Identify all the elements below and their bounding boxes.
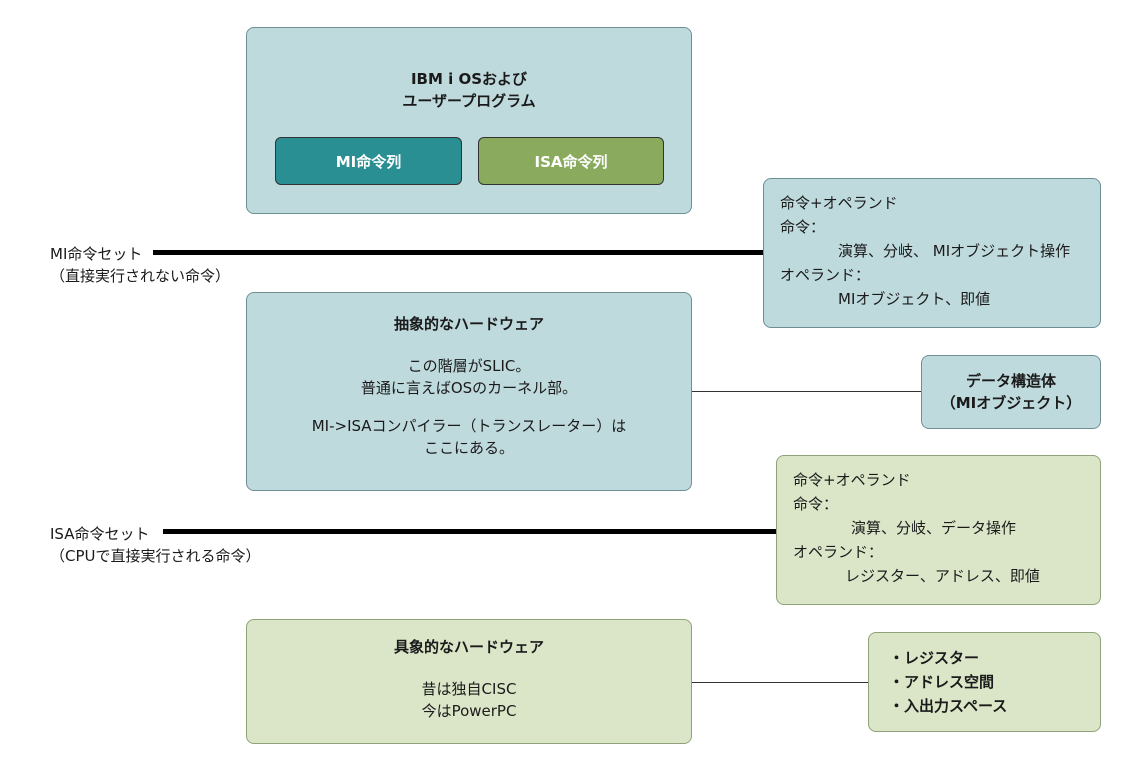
concrete-hardware-box: 具象的なハードウェア 昔は独自CISC 今はPowerPC <box>246 619 692 744</box>
abstract-hardware-title: 抽象的なハードウェア <box>393 315 544 333</box>
data-structure-line2: （MIオブジェクト） <box>940 394 1082 412</box>
concrete-to-resources-connector <box>692 682 868 684</box>
resource-item-registers: ・レジスター <box>889 649 980 667</box>
abstract-hardware-line1: この階層がSLIC。 <box>407 357 531 375</box>
mi-set-label: MI命令セット （直接実行されない命令） <box>50 243 230 287</box>
mi-set-line <box>153 250 764 255</box>
data-structure-box: データ構造体 （MIオブジェクト） <box>921 355 1101 429</box>
mi-ops-line5: MIオブジェクト、即値 <box>838 290 991 308</box>
mi-ops-line3: 演算、分岐、 MIオブジェクト操作 <box>838 242 1071 260</box>
isa-ops-line1: 命令+オペランド <box>793 471 911 489</box>
user-program-title-line2: ユーザープログラム <box>402 92 536 110</box>
isa-ops-line3: 演算、分岐、データ操作 <box>851 519 1017 537</box>
isa-set-label-line2: （CPUで直接実行される命令） <box>50 547 261 565</box>
concrete-hardware-line1: 昔は独自CISC <box>421 680 517 698</box>
resource-item-io-space: ・入出力スペース <box>889 697 1008 715</box>
abstract-hardware-line3: MI->ISAコンパイラー（トランスレーター）は <box>311 417 627 435</box>
concrete-hardware-line2: 今はPowerPC <box>421 702 517 720</box>
isa-set-line <box>163 529 777 534</box>
mi-set-label-line1: MI命令セット <box>50 245 143 263</box>
data-structure-line1: データ構造体 <box>965 372 1056 390</box>
isa-set-label-line1: ISA命令セット <box>50 525 150 543</box>
hardware-resources-box: ・レジスター ・アドレス空間 ・入出力スペース <box>868 632 1101 732</box>
abstract-hardware-line4: ここにある。 <box>423 439 514 457</box>
isa-ops-line4: オペランド： <box>793 543 884 561</box>
isa-ops-line2: 命令： <box>793 495 839 513</box>
mi-ops-line4: オペランド： <box>780 266 871 284</box>
concrete-hardware-title: 具象的なハードウェア <box>393 638 544 656</box>
mi-instruction-stream: MI命令列 <box>275 137 462 185</box>
abstract-to-data-connector <box>692 391 921 393</box>
mi-operands-box: 命令+オペランド 命令： 演算、分岐、 MIオブジェクト操作 オペランド： MI… <box>763 178 1101 328</box>
resource-item-address-space: ・アドレス空間 <box>889 673 995 691</box>
user-program-title-line1: IBM i OSおよび <box>410 70 528 88</box>
mi-ops-line2: 命令： <box>780 218 826 236</box>
isa-ops-line5: レジスター、アドレス、即値 <box>845 567 1040 585</box>
abstract-hardware-line2: 普通に言えばOSのカーネル部。 <box>360 379 578 397</box>
mi-ops-line1: 命令+オペランド <box>780 194 898 212</box>
abstract-hardware-box: 抽象的なハードウェア この階層がSLIC。 普通に言えばOSのカーネル部。 MI… <box>246 292 692 491</box>
isa-instruction-stream: ISA命令列 <box>478 137 664 185</box>
user-program-box: IBM i OSおよび ユーザープログラム <box>246 27 692 214</box>
isa-operands-box: 命令+オペランド 命令： 演算、分岐、データ操作 オペランド： レジスター、アド… <box>776 455 1101 605</box>
isa-set-label: ISA命令セット （CPUで直接実行される命令） <box>50 523 261 567</box>
mi-set-label-line2: （直接実行されない命令） <box>50 267 231 285</box>
